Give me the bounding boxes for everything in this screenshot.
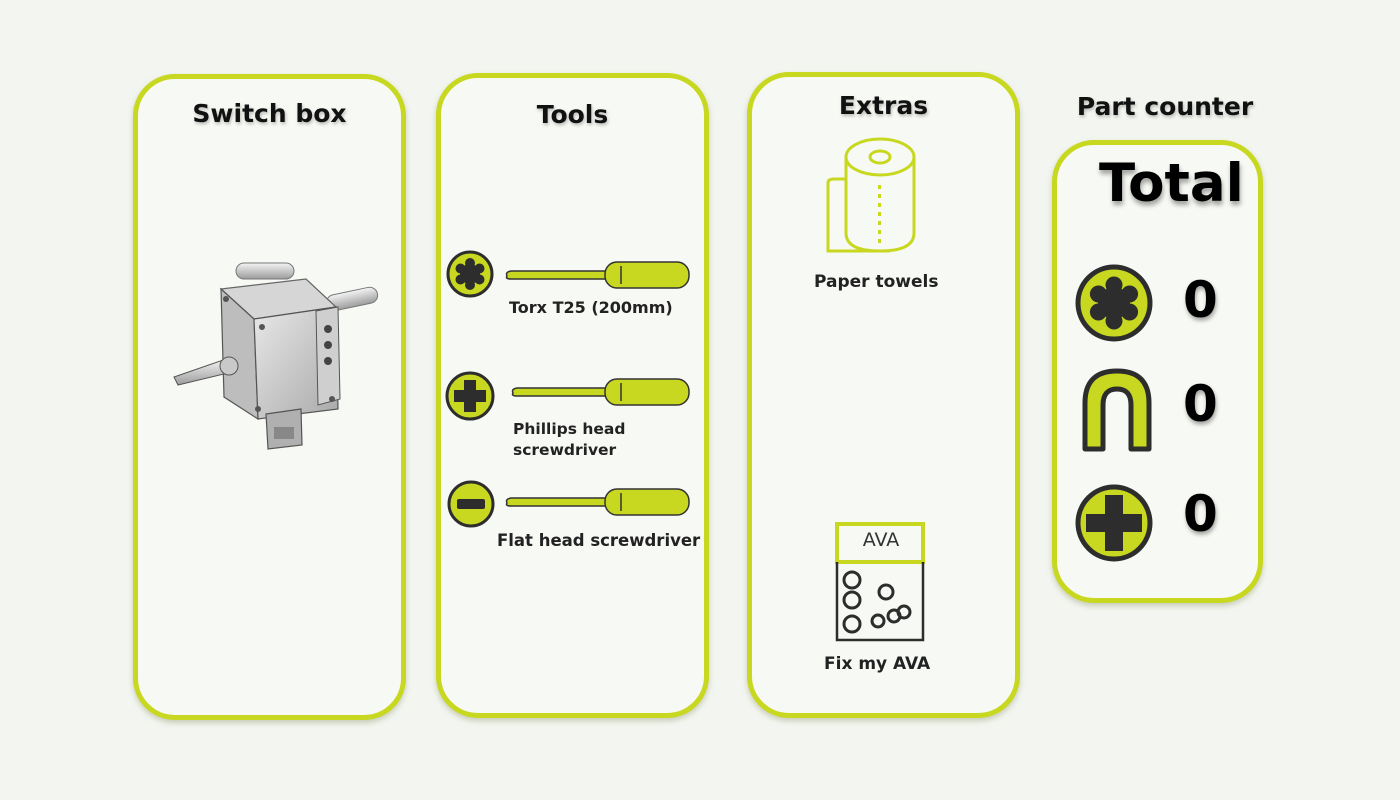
ava-part-tray-icon: [835, 522, 925, 642]
torx-head-icon: [446, 250, 494, 298]
screwdriver-icon: [511, 378, 690, 406]
tools-panel: Tools Torx T25 (200mm): [436, 73, 709, 718]
phillips-head-icon: [445, 371, 495, 421]
switch-box-panel: Switch box: [133, 74, 406, 720]
counter-value-torx: 0: [1183, 271, 1218, 329]
extra-label-fix-my-ava: Fix my AVA: [824, 654, 931, 674]
paper-towel-icon: [826, 137, 916, 253]
u-bracket-icon: [1082, 368, 1152, 452]
tool-label-flat-head: Flat head screwdriver: [497, 531, 701, 550]
tool-label-torx: Torx T25 (200mm): [509, 298, 673, 317]
phillips-head-icon: [1075, 484, 1153, 562]
tool-label-phillips: Phillips head screwdriver: [513, 420, 626, 459]
counter-value-phillips: 0: [1183, 485, 1218, 543]
screwdriver-icon: [505, 488, 690, 516]
tools-title: Tools: [536, 100, 609, 129]
extra-label-paper-towels: Paper towels: [814, 272, 939, 292]
switch-box-title: Switch box: [192, 99, 347, 128]
torx-head-icon: [1075, 264, 1153, 342]
part-counter-panel: Total 0 0: [1052, 140, 1263, 603]
screwdriver-icon: [505, 261, 690, 289]
counter-value-u-bracket: 0: [1183, 375, 1218, 433]
total-label: Total: [1099, 153, 1244, 214]
ava-badge: AVA: [862, 529, 900, 551]
flat-head-icon: [447, 480, 495, 528]
part-counter-title: Part counter: [1076, 92, 1254, 121]
extras-title: Extras: [838, 91, 929, 120]
extras-panel: Extras: [747, 72, 1020, 718]
switch-box-image[interactable]: [166, 249, 386, 459]
